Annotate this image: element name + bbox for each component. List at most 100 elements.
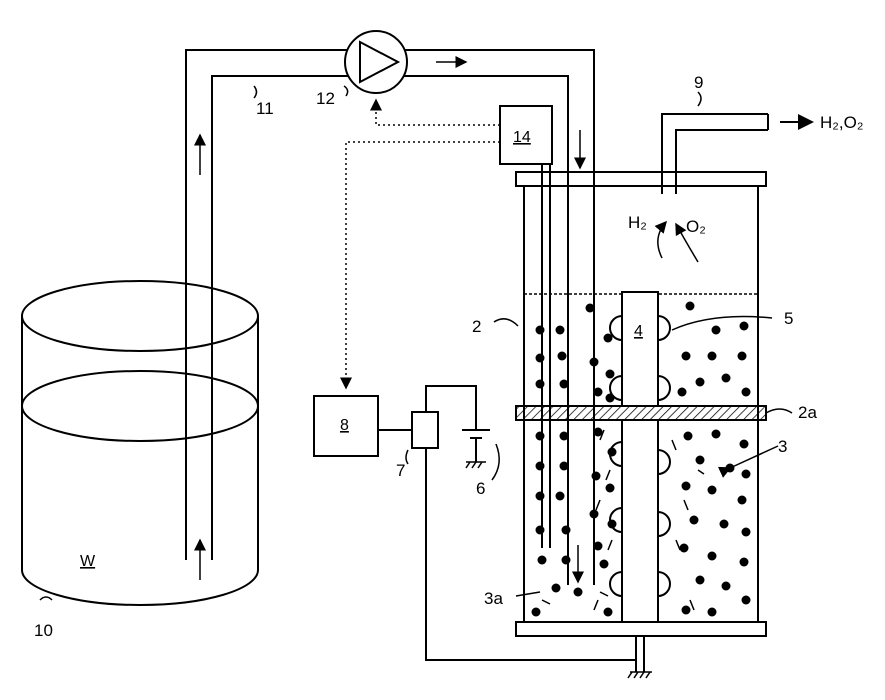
particle-dot bbox=[608, 448, 617, 457]
particle-dot bbox=[738, 352, 747, 361]
particle-dot bbox=[538, 556, 547, 565]
particle-dot bbox=[592, 472, 601, 481]
particle-dot bbox=[574, 588, 583, 597]
pump-label: 12 bbox=[316, 89, 335, 108]
gas-outlet-pipe bbox=[662, 114, 768, 194]
partition-leader bbox=[766, 409, 792, 413]
power-unit-label: 8 bbox=[340, 417, 349, 434]
pump bbox=[345, 31, 407, 93]
particle-dot bbox=[678, 388, 687, 397]
gas-output-label: H₂,O₂ bbox=[820, 113, 863, 132]
particle-dot bbox=[552, 584, 561, 593]
particles-label: 3 bbox=[778, 437, 787, 456]
particle-dot bbox=[712, 430, 721, 439]
ground-wire bbox=[426, 448, 636, 660]
vessel-leader bbox=[494, 319, 518, 326]
h2-rise-arrow bbox=[658, 222, 666, 258]
particle-dot bbox=[682, 606, 691, 615]
switch-leader bbox=[406, 450, 408, 464]
particle-dot bbox=[562, 556, 571, 565]
particle-dot bbox=[608, 520, 617, 529]
particle-dot bbox=[562, 526, 571, 535]
particle-dot bbox=[742, 470, 751, 479]
bubble-label: 5 bbox=[784, 309, 793, 328]
particle-dot bbox=[684, 432, 693, 441]
particle-dot bbox=[606, 370, 615, 379]
outlet-pipe-label: 9 bbox=[694, 73, 703, 92]
particle-dot bbox=[740, 322, 749, 331]
partition-plate bbox=[516, 406, 766, 420]
particle-dot bbox=[606, 484, 615, 493]
particle-dot bbox=[536, 492, 545, 501]
particle-dot bbox=[680, 544, 689, 553]
particle-dot bbox=[690, 516, 699, 525]
vessel-label: 2 bbox=[472, 317, 481, 336]
ground-symbol bbox=[628, 672, 652, 678]
center-electrode bbox=[622, 292, 658, 672]
particle-dot bbox=[696, 576, 705, 585]
tank-label: 10 bbox=[34, 621, 53, 640]
particle-dot bbox=[708, 608, 717, 617]
particle-dot bbox=[556, 326, 565, 335]
particle-dot bbox=[586, 304, 595, 313]
particle-dot bbox=[536, 432, 545, 441]
water-tank bbox=[22, 281, 258, 605]
o2-label: O₂ bbox=[686, 217, 706, 236]
particle-dot bbox=[536, 380, 545, 389]
pipe-label: 11 bbox=[256, 99, 274, 118]
particle-dot bbox=[560, 380, 569, 389]
battery-label: 6 bbox=[476, 479, 485, 498]
particle-dot bbox=[738, 496, 747, 505]
particle-dot bbox=[604, 334, 613, 343]
particles-arrow bbox=[730, 446, 778, 468]
controller-label: 14 bbox=[513, 129, 531, 146]
battery bbox=[462, 430, 490, 468]
switch-box bbox=[412, 412, 438, 448]
partition-label: 2a bbox=[798, 403, 817, 422]
battery-wire bbox=[426, 386, 476, 430]
particle-dot bbox=[722, 582, 731, 591]
control-signal-lines bbox=[346, 100, 500, 388]
particle-dot bbox=[590, 358, 599, 367]
switch-label: 7 bbox=[396, 461, 405, 480]
particle-label: 3a bbox=[484, 589, 503, 608]
particle-dot bbox=[722, 374, 731, 383]
particle-dot bbox=[742, 388, 751, 397]
particle-dot bbox=[600, 560, 609, 569]
particle-dot bbox=[606, 394, 615, 403]
particle-dot bbox=[536, 462, 545, 471]
particle-dot bbox=[556, 492, 565, 501]
particle-dot bbox=[696, 378, 705, 387]
pipe-leader bbox=[254, 86, 257, 98]
particle-dot bbox=[708, 552, 717, 561]
particle-dot bbox=[708, 486, 717, 495]
particle-dot bbox=[740, 440, 749, 449]
battery-leader bbox=[492, 444, 499, 480]
pump-leader bbox=[344, 86, 348, 96]
particle-dot bbox=[558, 352, 567, 361]
particle-leader bbox=[516, 592, 540, 596]
particle-dot bbox=[686, 302, 695, 311]
particle-dot bbox=[536, 326, 545, 335]
particle-dot bbox=[712, 326, 721, 335]
water-label: W bbox=[80, 553, 96, 570]
supply-pipe bbox=[186, 50, 594, 585]
particle-dot bbox=[720, 520, 729, 529]
outlet-leader bbox=[698, 92, 701, 106]
particle-dot bbox=[560, 462, 569, 471]
particle-dot bbox=[696, 456, 705, 465]
particle-dot bbox=[594, 388, 603, 397]
particle-dot bbox=[742, 596, 751, 605]
particle-dot bbox=[742, 528, 751, 537]
particle-dot bbox=[536, 526, 545, 535]
particle-dot bbox=[708, 352, 717, 361]
particle-dot bbox=[532, 608, 541, 617]
particle-dot bbox=[682, 482, 691, 491]
particle-dot bbox=[590, 510, 599, 519]
particle-dot bbox=[536, 354, 545, 363]
particle-dot bbox=[682, 352, 691, 361]
particle-dot bbox=[604, 608, 613, 617]
particle-dot bbox=[594, 542, 603, 551]
h2-label: H₂ bbox=[628, 213, 647, 232]
